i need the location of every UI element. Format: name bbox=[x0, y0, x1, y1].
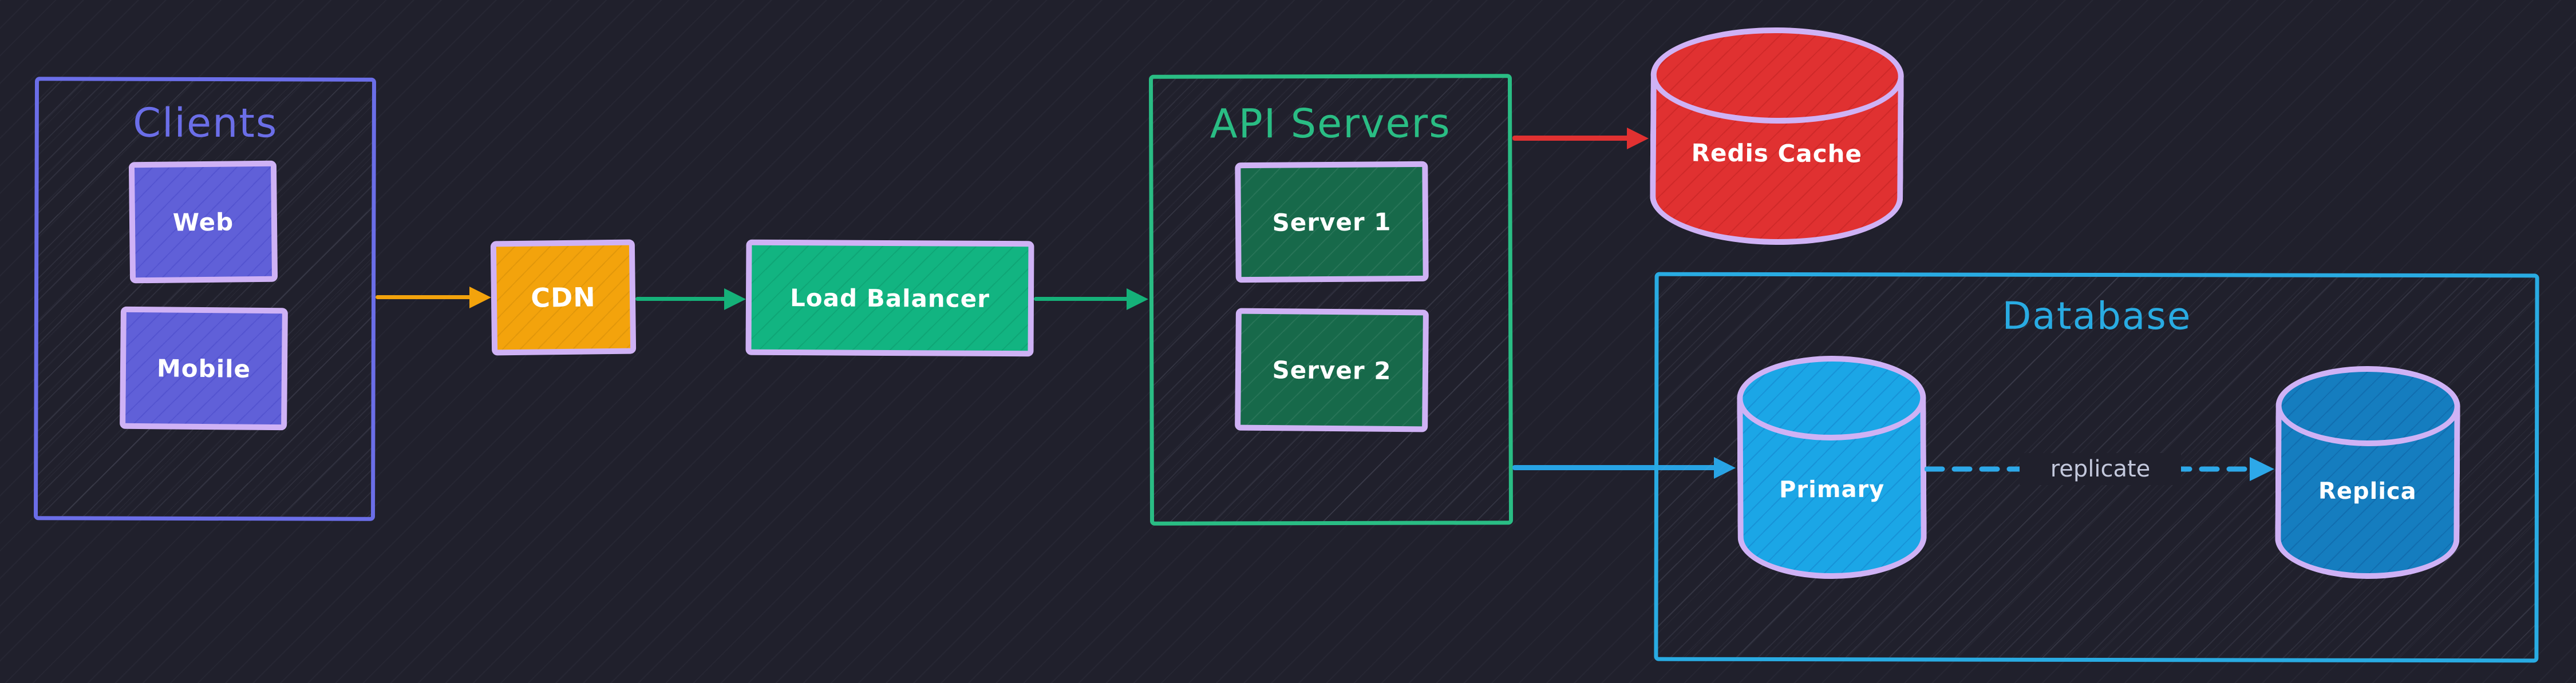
arrow-shaft bbox=[1034, 297, 1129, 301]
load-balancer-node-label: Load Balancer bbox=[789, 283, 990, 313]
arrow-shaft bbox=[376, 295, 472, 299]
web-node: Web bbox=[128, 160, 278, 284]
server-2-node: Server 2 bbox=[1235, 308, 1429, 432]
primary-db-cylinder: Primary bbox=[1736, 355, 1927, 579]
arrowhead-icon bbox=[1627, 128, 1649, 149]
arrowhead-icon bbox=[2250, 457, 2274, 481]
primary-db-label: Primary bbox=[1779, 476, 1885, 503]
arrowhead-icon bbox=[1127, 288, 1148, 310]
mobile-node-label: Mobile bbox=[156, 354, 251, 383]
clients-group: Clients bbox=[33, 77, 377, 521]
server-2-node-label: Server 2 bbox=[1272, 355, 1392, 385]
api-servers-group: API Servers bbox=[1148, 74, 1514, 526]
arrow-load-balancer-to-api-servers bbox=[1034, 287, 1148, 312]
clients-group-title: Clients bbox=[133, 99, 278, 147]
arrowhead-icon bbox=[469, 287, 491, 308]
load-balancer-node: Load Balancer bbox=[745, 239, 1034, 357]
arrowhead-icon bbox=[1714, 457, 1736, 479]
server-1-node-label: Server 1 bbox=[1272, 207, 1392, 237]
replica-db-cylinder: Replica bbox=[2275, 366, 2460, 579]
database-group-title: Database bbox=[2002, 293, 2192, 339]
arrow-shaft bbox=[1512, 465, 1716, 470]
redis-cache-label: Redis Cache bbox=[1691, 138, 1863, 168]
web-node-label: Web bbox=[172, 207, 234, 237]
redis-cache-cylinder: Redis Cache bbox=[1649, 26, 1905, 246]
cdn-node: CDN bbox=[490, 239, 637, 356]
arrow-primary-to-replica bbox=[1925, 457, 2274, 481]
arrow-clients-to-cdn bbox=[376, 285, 491, 310]
api-servers-group-title: API Servers bbox=[1210, 100, 1451, 148]
arrow-api-servers-to-primary bbox=[1512, 455, 1736, 481]
cdn-node-label: CDN bbox=[530, 281, 596, 313]
arrow-shaft bbox=[635, 297, 726, 301]
server-1-node: Server 1 bbox=[1235, 161, 1429, 283]
replica-db-label: Replica bbox=[2318, 478, 2417, 505]
cylinder-top-ellipse bbox=[2275, 366, 2460, 447]
arrow-shaft bbox=[1512, 136, 1629, 141]
replicate-edge-label: replicate bbox=[2020, 453, 2181, 485]
arrowhead-icon bbox=[724, 288, 746, 310]
arrow-api-servers-to-redis bbox=[1512, 126, 1649, 151]
arrow-cdn-to-load-balancer bbox=[635, 287, 746, 312]
mobile-node: Mobile bbox=[120, 306, 288, 431]
